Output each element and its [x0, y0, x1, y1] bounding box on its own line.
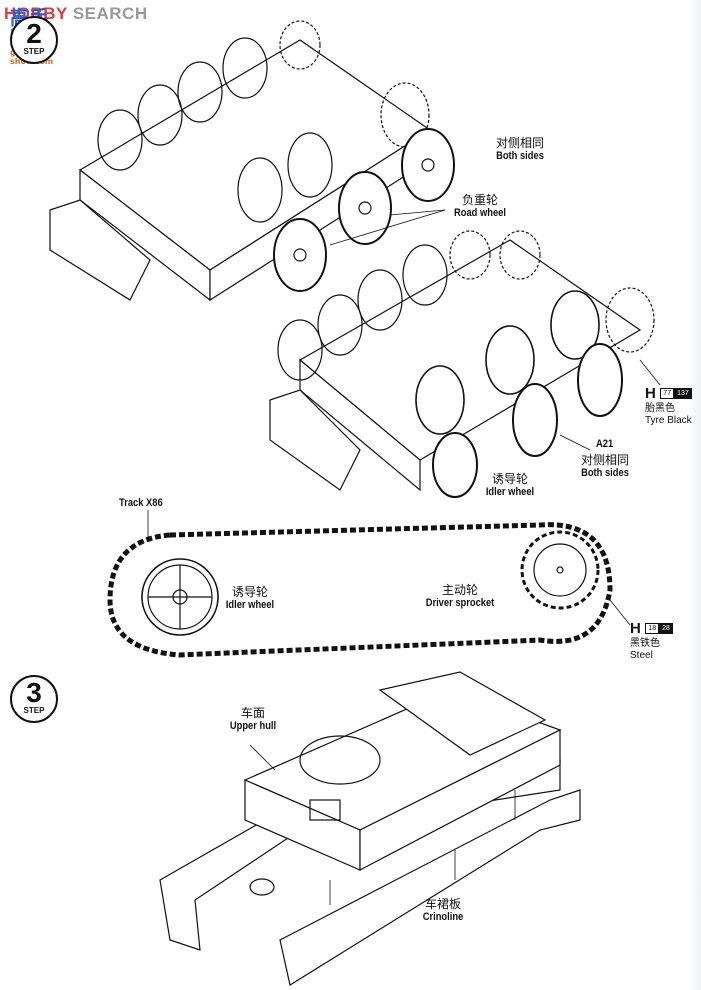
label-both-sides-lower: 对侧相同 Both sides: [580, 453, 629, 479]
paint-code-1: 77: [660, 388, 675, 400]
sprocket: [380, 82, 430, 148]
wheel-a21: [577, 343, 623, 417]
hull-drawing: [159, 671, 581, 986]
part-number-a21: A21: [596, 438, 614, 450]
label-upper-hull: 车面 Upper hull: [229, 706, 277, 732]
label-idler-wheel-lower: 诱导轮 Idler wheel: [485, 472, 535, 498]
wheel-a21: [512, 383, 558, 457]
paint-name-cn: 黑铁色: [630, 638, 660, 649]
step-label: STEP: [23, 706, 45, 715]
label-both-sides-upper: 对侧相同 Both sides: [495, 136, 544, 162]
step-badge-2: 2 STEP: [10, 16, 58, 64]
step-number: 2: [26, 18, 42, 49]
road-wheels-front: [273, 128, 455, 292]
paint-name-cn: 胎黑色: [645, 403, 675, 414]
label-crinoline: 车裙板 Crinoline: [422, 897, 464, 923]
track-loop: [107, 510, 631, 658]
watermark-left: HOBBY: [4, 4, 68, 23]
paint-code-2: 137: [674, 388, 692, 400]
sprocket-drawing: [520, 530, 600, 610]
paint-brand: H: [645, 385, 656, 403]
idler-wheel: [432, 432, 478, 498]
wheel-disc: [237, 157, 283, 223]
label-idler-wheel-track: 诱导轮 Idler wheel: [225, 585, 275, 611]
paint-name-en: Steel: [630, 650, 653, 661]
step-number: 3: [26, 677, 42, 708]
paint-code-2: 28: [659, 623, 673, 635]
label-road-wheel: 负重轮 Road wheel: [454, 193, 506, 219]
step-label: STEP: [23, 47, 45, 56]
chassis-drawing-lower: [269, 230, 661, 498]
watermark: HOBBY SEARCH: [4, 4, 148, 24]
label-track-x86: Track X86: [119, 497, 163, 509]
wheel-disc: [287, 132, 333, 198]
label-driver-sprocket: 主动轮 Driver sprocket: [425, 583, 495, 609]
paint-brand: H: [630, 620, 641, 638]
paint-name-en: Tyre Black: [645, 415, 692, 426]
chassis-drawing-upper: [49, 20, 455, 302]
paint-code-1: 18: [645, 623, 660, 635]
page-edge-shadow: [687, 0, 701, 990]
road-wheel-row-back: [97, 20, 321, 171]
watermark-right: SEARCH: [72, 4, 148, 23]
step-badge-3: 3 STEP: [10, 675, 58, 723]
